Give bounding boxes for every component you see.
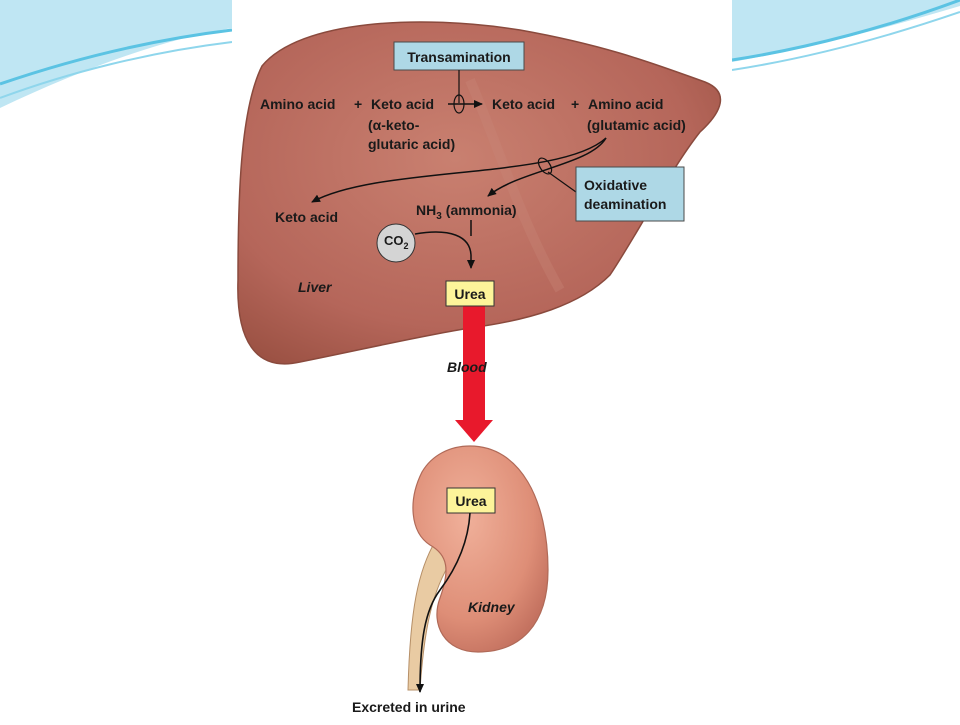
deamination-arrow-to-keto-acid <box>311 137 607 203</box>
ureter <box>407 539 453 691</box>
transamination-box <box>393 41 525 71</box>
oxidative-deamination-label-2: deamination <box>584 196 666 212</box>
enzyme-loop <box>453 94 465 114</box>
liver-label: Liver <box>298 279 333 295</box>
product-keto-acid: Keto acid <box>492 96 555 112</box>
urea-box-kidney <box>446 487 496 514</box>
left-swoosh-decoration <box>0 0 233 108</box>
keto-acid-output-label: Keto acid <box>275 209 338 225</box>
reactant-keto-acid-note-1: (α-keto- <box>368 117 420 133</box>
excreted-in-urine-label: Excreted in urine <box>352 699 466 715</box>
plus-sign-1: + <box>354 96 362 112</box>
urea-liver-label: Urea <box>454 286 485 302</box>
ammonia-to-urea-arrow <box>414 231 475 269</box>
product-amino-acid: Amino acid <box>588 96 663 112</box>
ammonia-label: NH3(ammonia) <box>416 202 517 222</box>
right-swoosh-decoration <box>731 0 960 71</box>
urine-excretion-arrow <box>416 512 471 693</box>
oxidative-deamination-label-1: Oxidative <box>584 177 647 193</box>
deamination-connector <box>547 171 577 193</box>
plus-sign-2: + <box>571 96 579 112</box>
urea-kidney-label: Urea <box>455 493 486 509</box>
oxidative-deamination-box <box>575 166 685 222</box>
co2-circle <box>376 223 416 263</box>
reactant-amino-acid: Amino acid <box>260 96 335 112</box>
reactant-keto-acid-note-2: glutaric acid) <box>368 136 455 152</box>
liver-shape <box>237 21 722 365</box>
co2-label: CO2 <box>384 233 409 251</box>
reactant-keto-acid: Keto acid <box>371 96 434 112</box>
blood-flow-arrow <box>455 306 493 442</box>
transamination-label: Transamination <box>407 49 510 65</box>
kidney-label: Kidney <box>468 599 516 615</box>
blood-label: Blood <box>447 359 487 375</box>
urea-box-liver <box>445 280 495 307</box>
deamination-arrow-to-ammonia <box>487 137 607 197</box>
product-glutamic-acid-note: (glutamic acid) <box>587 117 686 133</box>
